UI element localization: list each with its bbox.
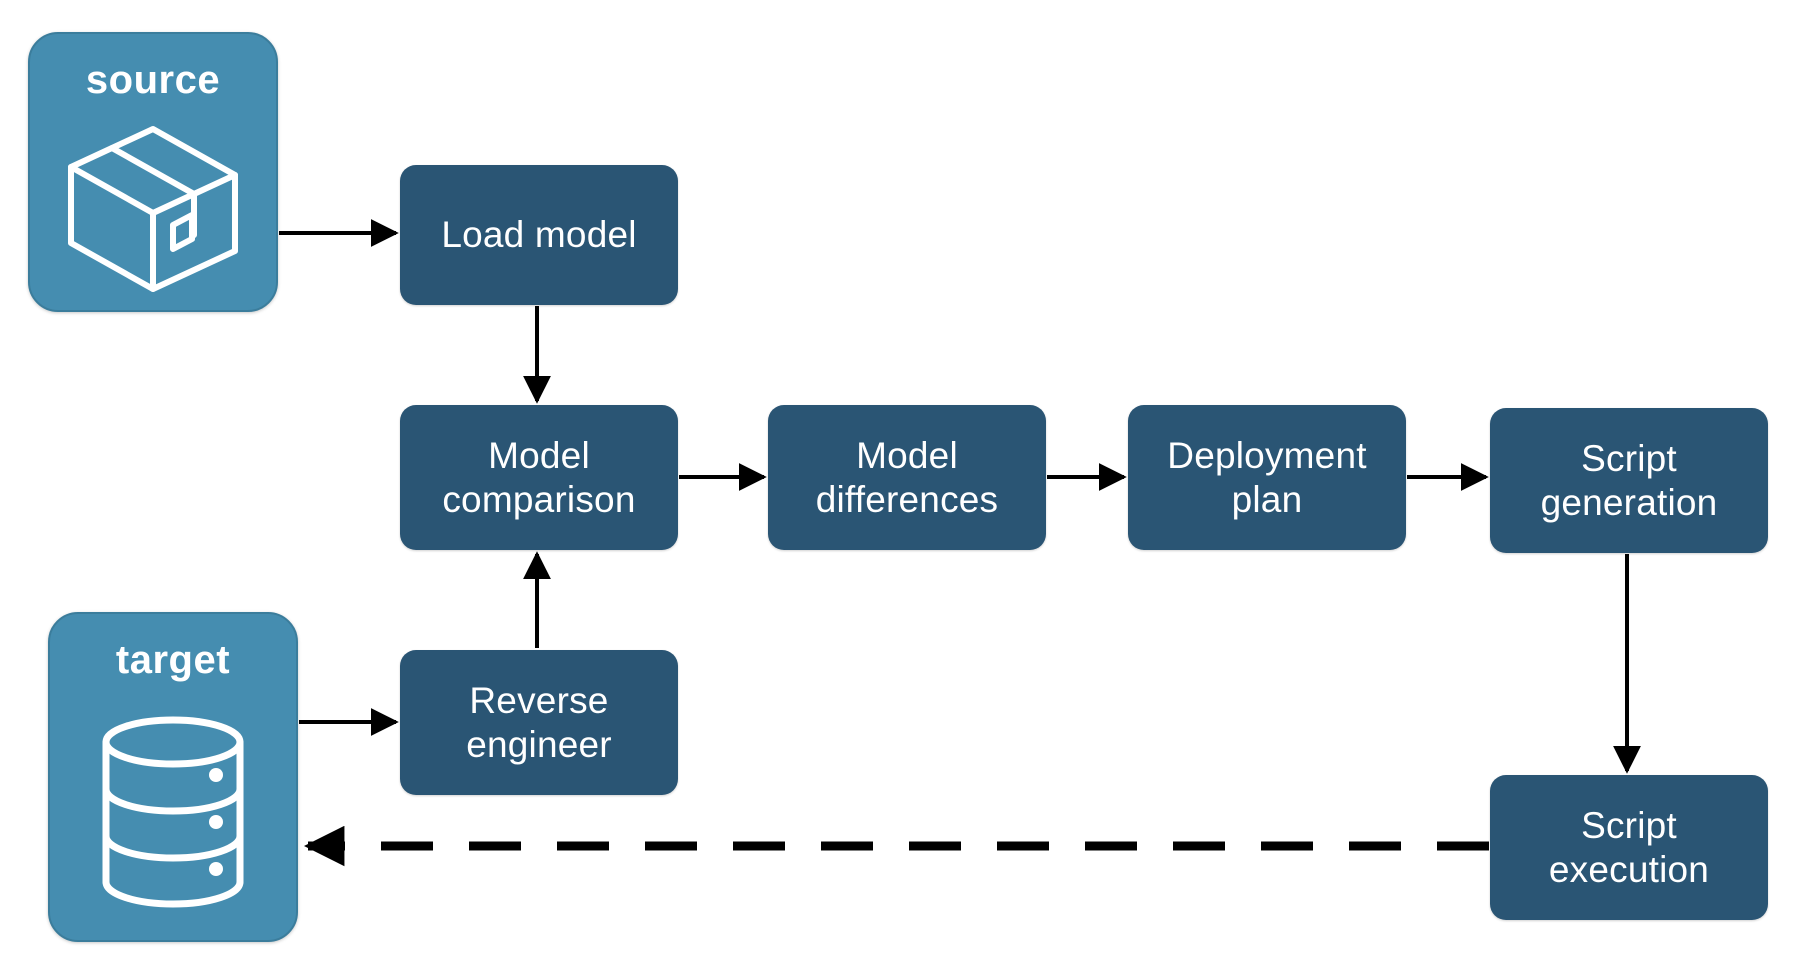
database-cylinder-icon (50, 683, 296, 940)
endpoint-label-target: target (115, 638, 231, 682)
process-node-model-comparison[interactable]: Model comparison (400, 405, 678, 550)
endpoint-label-source: source (85, 58, 221, 102)
process-node-reverse-engineer[interactable]: Reverse engineer (400, 650, 678, 795)
process-label-load-model: Load model (441, 214, 637, 256)
process-node-load-model[interactable]: Load model (400, 165, 678, 305)
process-label-reverse-engineer: Reverse engineer (466, 679, 612, 765)
process-label-script-execution: Script execution (1548, 804, 1710, 890)
process-node-model-differences[interactable]: Model differences (768, 405, 1046, 550)
process-label-script-generation: Script generation (1540, 437, 1718, 523)
process-node-script-execution[interactable]: Script execution (1490, 775, 1768, 920)
process-label-model-comparison: Model comparison (442, 434, 636, 520)
process-node-deployment-plan[interactable]: Deployment plan (1128, 405, 1406, 550)
process-label-deployment-plan: Deployment plan (1167, 434, 1367, 520)
package-box-icon (30, 103, 276, 310)
endpoint-node-target[interactable]: target (48, 612, 298, 942)
process-label-model-differences: Model differences (815, 434, 999, 520)
process-node-script-generation[interactable]: Script generation (1490, 408, 1768, 553)
endpoint-node-source[interactable]: source (28, 32, 278, 312)
